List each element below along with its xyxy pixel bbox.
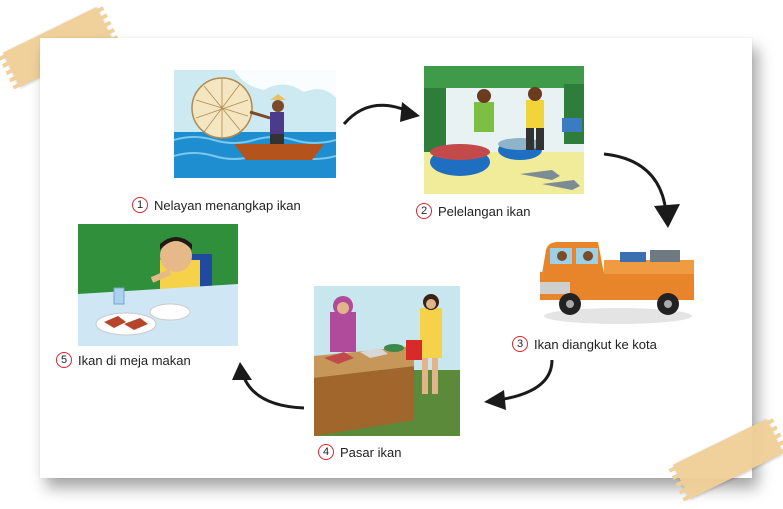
step-3-text: Ikan diangkut ke kota bbox=[534, 336, 657, 352]
arrow-1-to-2 bbox=[342, 102, 420, 125]
scene-truck bbox=[536, 236, 698, 326]
scene-fish-market bbox=[314, 286, 460, 436]
step-1-text: Nelayan menangkap ikan bbox=[154, 197, 301, 213]
step-2-text: Pelelangan ikan bbox=[438, 203, 531, 219]
arrow-3-to-4 bbox=[484, 359, 554, 410]
step-5-text: Ikan di meja makan bbox=[78, 352, 191, 368]
step-3-label: 3 Ikan diangkut ke kota bbox=[512, 336, 657, 352]
step-1-label: 1 Nelayan menangkap ikan bbox=[132, 197, 301, 213]
step-2-label: 2 Pelelangan ikan bbox=[416, 203, 531, 219]
step-4-number: 4 bbox=[318, 444, 334, 460]
scene-fish-auction bbox=[424, 66, 584, 194]
arrow-2-to-3 bbox=[603, 152, 680, 228]
scene-dining-table bbox=[78, 224, 238, 346]
arrow-4-to-5 bbox=[232, 362, 305, 410]
step-5-number: 5 bbox=[56, 352, 72, 368]
step-4-label: 4 Pasar ikan bbox=[318, 444, 401, 460]
step-5-label: 5 Ikan di meja makan bbox=[56, 352, 191, 368]
step-4-text: Pasar ikan bbox=[340, 444, 402, 460]
step-3-number: 3 bbox=[512, 336, 528, 352]
step-1-number: 1 bbox=[132, 197, 148, 213]
step-2-number: 2 bbox=[416, 203, 432, 219]
scene-fisherman bbox=[174, 70, 336, 178]
